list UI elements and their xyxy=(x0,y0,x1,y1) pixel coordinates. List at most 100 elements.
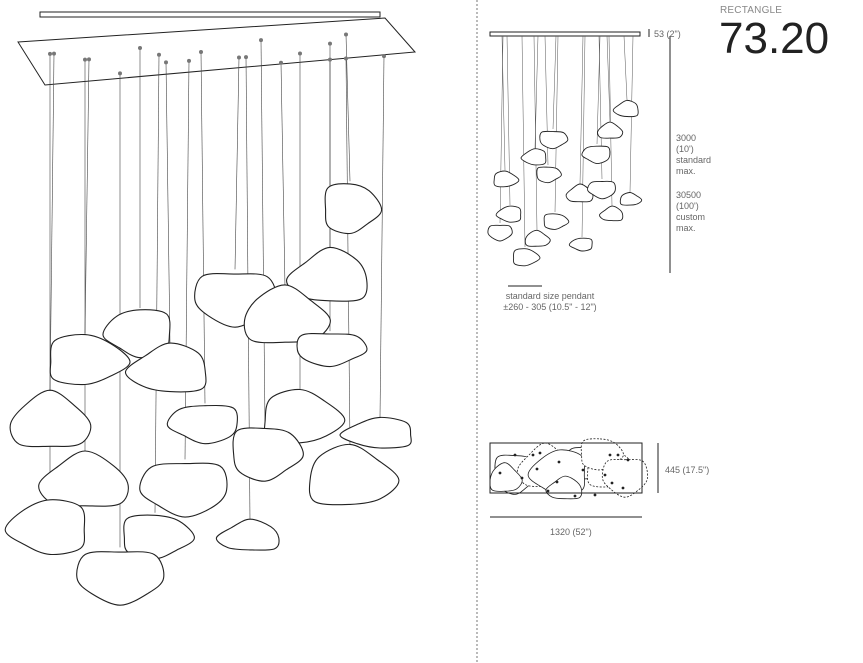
canopy-mount-plate xyxy=(39,11,381,18)
elevation-cable xyxy=(533,35,538,231)
plan-pendant-outline xyxy=(601,458,649,498)
canopy-socket xyxy=(87,57,91,62)
suspension-cable xyxy=(49,53,55,394)
dim-text: (100') xyxy=(676,201,699,211)
elevation-pendant xyxy=(543,213,570,230)
plan-socket-dot xyxy=(626,458,630,462)
plan-socket-dot xyxy=(513,453,517,457)
canopy-socket xyxy=(279,60,283,65)
plan-socket-dot xyxy=(573,494,577,498)
canopy-socket xyxy=(83,57,87,62)
canopy-socket xyxy=(344,56,348,61)
caption-line: ±260 - 305 (10.5" - 12") xyxy=(503,302,597,312)
glass-pendant xyxy=(286,246,368,302)
canopy-socket xyxy=(48,51,52,56)
suspension-cable xyxy=(345,58,351,446)
canopy-socket xyxy=(382,54,386,59)
glass-pendant xyxy=(4,499,86,556)
plan-socket-dot xyxy=(546,489,550,493)
elevation-cable xyxy=(499,35,504,224)
pendant-size-caption: standard size pendant ±260 - 305 (10.5" … xyxy=(494,291,606,313)
plan-socket-dot xyxy=(581,468,585,472)
canopy-socket xyxy=(52,51,56,56)
caption-line: standard size pendant xyxy=(505,291,595,301)
canopy-socket xyxy=(157,52,161,57)
elevation-pendant xyxy=(599,205,624,222)
configuration-label: RECTANGLE xyxy=(720,5,783,16)
dim-text: max. xyxy=(676,223,696,233)
elevation-cable xyxy=(606,35,611,123)
dim-text: max. xyxy=(676,166,696,176)
suspension-cable xyxy=(379,56,385,418)
dim-text: (10') xyxy=(676,144,694,154)
plan-depth-dimension: 445 (17.5") xyxy=(665,465,710,475)
plan-socket-dot xyxy=(555,480,559,484)
elevation-pendant xyxy=(587,180,616,200)
suspension-cable xyxy=(260,40,266,425)
elevation-cable xyxy=(579,35,584,185)
plan-socket-dot xyxy=(535,467,539,471)
canopy-socket xyxy=(164,60,168,65)
elevation-canopy xyxy=(489,31,641,37)
elevation-pendant xyxy=(597,121,624,139)
canopy-socket xyxy=(244,55,248,60)
plan-socket-dot xyxy=(557,460,561,464)
suspension-cable xyxy=(154,54,160,513)
suspension-cable xyxy=(165,62,171,346)
plan-socket-dot xyxy=(616,453,620,457)
plan-socket-dot xyxy=(610,481,614,485)
elevation-cable xyxy=(521,35,526,248)
plan-socket-dot xyxy=(538,451,542,455)
elevation-pendant xyxy=(520,148,547,166)
elevation-cable xyxy=(581,35,586,238)
glass-pendant xyxy=(263,388,346,444)
suspension-cable xyxy=(280,62,286,288)
elevation-pendant xyxy=(581,145,611,165)
elevation-pendant xyxy=(487,224,513,242)
glass-pendant xyxy=(232,427,304,482)
plan-pendant-outline xyxy=(489,462,523,492)
canopy-socket xyxy=(344,32,348,37)
canopy-socket xyxy=(298,51,302,56)
canopy-socket xyxy=(187,58,191,63)
glass-pendant xyxy=(243,284,331,344)
glass-pendant xyxy=(166,404,238,445)
canopy-socket xyxy=(259,38,263,43)
standard-drop-dimension: 3000 (10') standard max. xyxy=(676,133,711,177)
canopy-socket xyxy=(237,55,241,60)
glass-pendant xyxy=(9,389,92,448)
glass-pendant xyxy=(324,183,383,235)
elevation-cable xyxy=(552,35,557,130)
dim-text: custom xyxy=(676,212,706,222)
glass-pendant xyxy=(296,332,368,368)
glass-pendant xyxy=(49,333,131,386)
model-number: 73.20 xyxy=(719,14,830,63)
elevation-pendant xyxy=(493,170,520,188)
glass-pendant xyxy=(76,551,165,606)
canopy-socket xyxy=(328,57,332,62)
elevation-cable xyxy=(608,35,613,207)
glass-pendant xyxy=(124,342,207,393)
plan-socket-dot xyxy=(593,493,597,497)
plan-socket-dot xyxy=(608,453,612,457)
canopy-socket xyxy=(199,50,203,55)
glass-pendant xyxy=(102,309,171,359)
elevation-pendant xyxy=(513,248,541,267)
canopy-height-dimension: 53 (2") xyxy=(654,29,681,39)
elevation-pendant xyxy=(495,205,522,223)
elevation-pendant xyxy=(568,237,593,252)
plan-socket-dot xyxy=(603,473,607,477)
glass-pendant xyxy=(215,518,280,551)
elevation-pendant xyxy=(539,130,569,150)
suspension-cable xyxy=(84,59,90,334)
canopy xyxy=(17,17,417,86)
glass-pendant xyxy=(339,416,412,449)
plan-width-dimension: 1320 (52") xyxy=(550,527,592,537)
plan-socket-dot xyxy=(531,453,535,457)
canopy-socket xyxy=(138,46,142,51)
plan-canopy-outline xyxy=(489,442,643,494)
custom-drop-dimension: 30500 (100') custom max. xyxy=(676,190,705,234)
plan-socket-dot xyxy=(520,476,524,480)
elevation-cable xyxy=(623,35,628,101)
